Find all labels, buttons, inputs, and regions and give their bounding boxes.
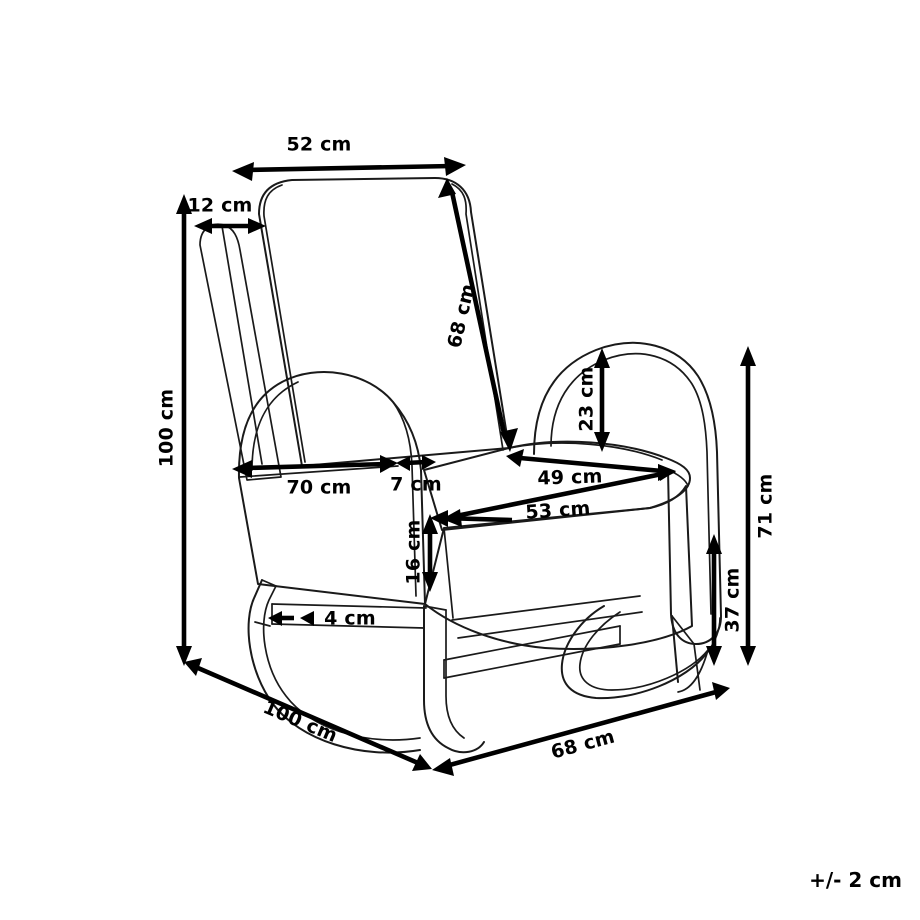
dim-label-rocker-thickness: 4 cm [324,607,376,630]
chair-outline-group [199,177,722,754]
dim-line-armrest-top-height [740,346,756,666]
dim-line-seat-height [706,534,722,666]
left-armrest [237,371,426,605]
rocker-rail-left [271,603,427,629]
dim-line-armrest-thickness [396,455,436,471]
dimension-lines-group [176,157,756,776]
dim-line-base-width [432,682,730,776]
dim-label-armrest-thickness: 7 cm [390,473,442,496]
dim-label-backrest-width: 52 cm [286,133,352,156]
backrest-panel [258,177,510,467]
dim-line-overall-width [232,455,398,478]
seat-body [424,485,693,651]
rocker-base-left [247,579,421,754]
dim-line-armrest-height [594,348,610,452]
front-left-leg [423,605,485,754]
far-armrest [199,223,282,481]
dim-label-seat-thickness: 16 cm [402,519,425,585]
right-leg [671,615,701,691]
rocker-base-right [560,605,709,700]
tolerance-note: +/- 2 cm [809,868,902,892]
dim-leader-seat [430,510,513,527]
dim-label-armrest-height: 23 cm [575,366,598,432]
dim-line-armrest-offset [194,218,266,234]
dim-line-base-depth [184,658,432,771]
dim-label-total-height: 100 cm [155,388,178,468]
dim-line-rocker-thickness [268,611,314,626]
dim-label-seat-depth-upper: 49 cm [537,465,603,490]
dim-label-overall-width: 70 cm [286,476,352,499]
dim-line-seat-thickness [422,514,438,592]
dim-label-armrest-top-height: 71 cm [754,473,777,539]
dim-line-total-height [176,194,192,666]
bottom-rail [443,625,621,679]
dim-label-seat-depth-lower: 53 cm [524,497,592,524]
dim-line-backrest-width [232,157,466,181]
dim-line-backrest-height [438,178,518,452]
dim-label-seat-height: 37 cm [721,567,744,633]
dim-label-armrest-offset: 12 cm [187,194,253,217]
upper-bottom-rail [451,595,643,639]
